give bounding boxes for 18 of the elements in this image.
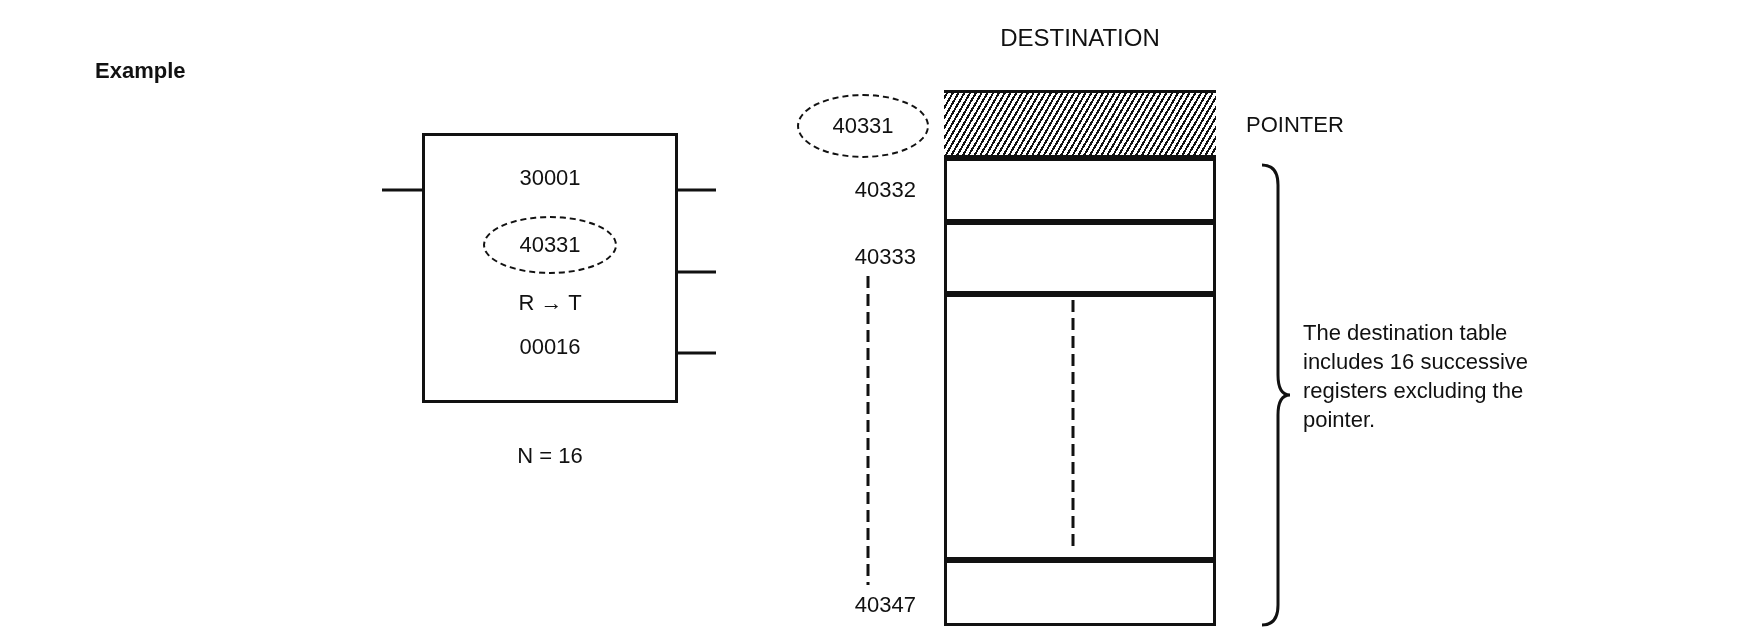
block-text: 30001: [518, 165, 582, 191]
register-cell: [944, 222, 1216, 294]
circled-register-number: 40331: [483, 216, 617, 274]
register-address: 40333: [853, 244, 916, 270]
register-cell: [944, 158, 1216, 222]
heading: Example: [95, 58, 186, 84]
block-caption: N = 16: [516, 443, 584, 469]
pointer-register-cell: [944, 90, 1216, 158]
circled-register-number: 40331: [797, 94, 929, 158]
register-address: 40347: [853, 592, 916, 618]
note-text: The destination table includes 16 successive registers excluding the pointer.: [1303, 319, 1529, 434]
register-cell: [944, 294, 1216, 560]
function-block: [422, 133, 678, 403]
pointer-label: POINTER: [1246, 112, 1344, 138]
register-address: 40332: [853, 177, 916, 203]
block-text: R → T: [517, 290, 583, 316]
block-text: 00016: [518, 334, 582, 360]
table-heading: DESTINATION: [999, 25, 1161, 51]
